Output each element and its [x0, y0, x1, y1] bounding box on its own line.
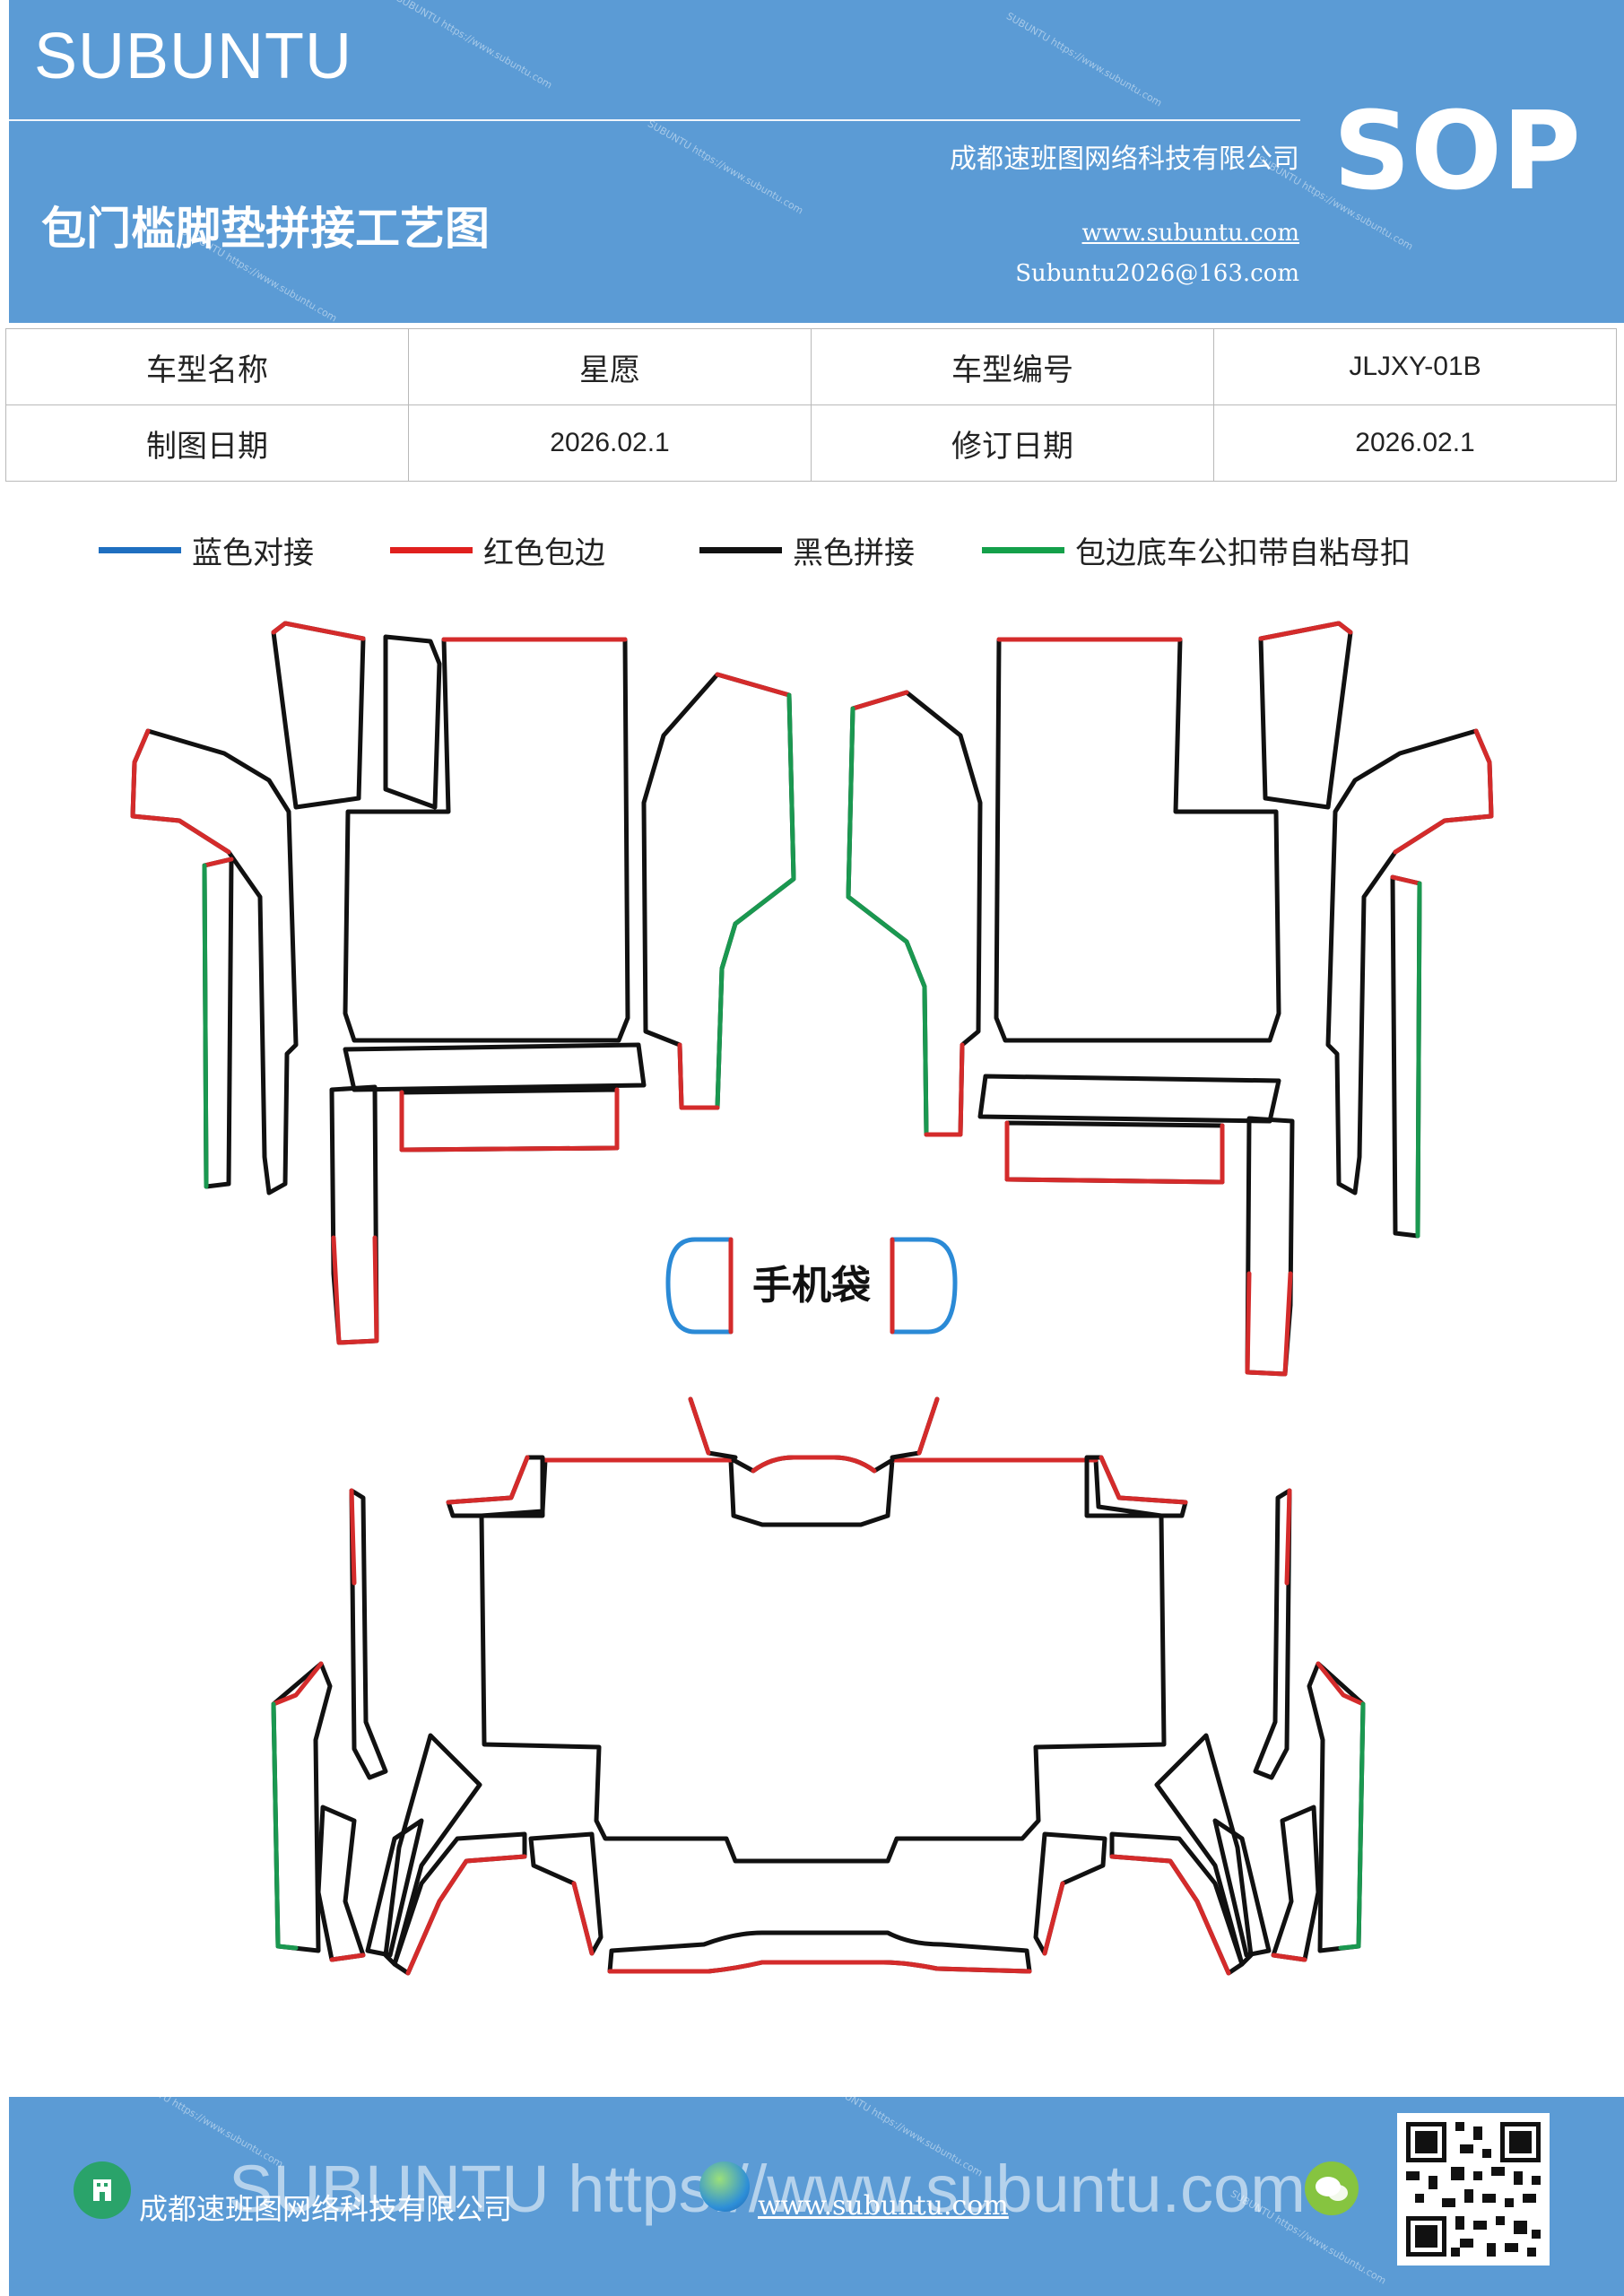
legend-item-blue: 蓝色对接: [99, 529, 314, 571]
company-name: 成都速班图网络科技有限公司: [950, 144, 1299, 175]
mat-piece: [343, 637, 630, 1043]
mat-piece: [731, 1455, 895, 1474]
legend-item-red: 红色包边: [390, 529, 605, 571]
mat-piece: [316, 1805, 1321, 1962]
mat-piece: [271, 1661, 1366, 1953]
legend-swatch: [390, 546, 473, 553]
mat-piece: [641, 672, 796, 1110]
mat-piece: [1004, 1120, 1225, 1185]
mat-piece: [399, 1087, 620, 1152]
mat-piece: [1390, 874, 1422, 1239]
mat-piece: [383, 1733, 1254, 1967]
qr-code: [1397, 2113, 1550, 2266]
mat-piece: [446, 1455, 1188, 1518]
legend-item-black: 黑色拼接: [699, 529, 915, 571]
mat-piece: [1325, 728, 1494, 1196]
mat-piece: [977, 1074, 1281, 1124]
mat-piece: [528, 1831, 1107, 1956]
model-code-value: JLJXY-01B: [1213, 328, 1617, 405]
table-row: 制图日期 2026.02.1 修订日期 2026.02.1: [5, 404, 1617, 482]
model-name-value: 星愿: [408, 328, 812, 405]
mat-piece: [271, 621, 366, 810]
legend-label: 红色包边: [483, 535, 605, 571]
mat-piece: [329, 1084, 379, 1345]
mat-piece: [607, 1930, 1032, 1974]
header-divider: [9, 119, 1300, 121]
brand-name: SUBUNTU: [34, 21, 353, 92]
mat-piece: [1258, 621, 1353, 810]
mat-piece: [479, 1457, 1167, 1864]
revision-date-value: 2026.02.1: [1213, 404, 1617, 482]
page-title: 包门槛脚垫拼接工艺图: [41, 203, 490, 255]
mat-piece: [994, 637, 1281, 1043]
phone-bag-label: 手机袋: [752, 1263, 871, 1309]
mat-piece: [202, 857, 234, 1189]
header-banner: SUBUNTU https://www.subuntu.com SUBUNTU …: [9, 0, 1624, 323]
footer-company-name: 成都速班图网络科技有限公司: [139, 2192, 513, 2226]
email-address: Subuntu2026@163.com: [1015, 260, 1299, 287]
model-name-label: 车型名称: [5, 328, 409, 405]
mat-piece: [383, 634, 442, 810]
vehicle-info-table: 车型名称 星愿 车型编号 JLJXY-01B 制图日期 2026.02.1 修订…: [5, 328, 1617, 482]
mat-piece: [688, 1396, 940, 1460]
mat-piece: [365, 1818, 1272, 1958]
footer-banner: SUBUNTU https://www.subuntu.com SUBUNTU …: [9, 2097, 1624, 2296]
sop-badge: SOP: [1333, 90, 1581, 214]
legend-swatch: [699, 546, 782, 553]
mat-piece: [130, 728, 299, 1196]
mat-piece: [846, 690, 983, 1137]
building-icon: [74, 2161, 131, 2219]
legend-label: 包边底车公扣带自粘母扣: [1075, 535, 1411, 571]
phone-bag: [665, 1237, 958, 1335]
website-link[interactable]: www.subuntu.com: [1081, 220, 1300, 247]
globe-icon: [699, 2161, 750, 2212]
legend-swatch: [982, 546, 1064, 553]
revision-date-label: 修订日期: [811, 404, 1214, 482]
drawing-date-value: 2026.02.1: [408, 404, 812, 482]
mat-piece: [392, 1831, 1245, 1976]
table-row: 车型名称 星愿 车型编号 JLJXY-01B: [5, 328, 1617, 405]
legend-swatch: [99, 546, 181, 553]
mat-piece: [1245, 1116, 1295, 1377]
footer-ghost-text: SUBUNTU https://www.subuntu.com: [229, 2152, 1306, 2226]
mat-piece: [343, 1042, 647, 1092]
wechat-icon: [1305, 2161, 1359, 2215]
legend-label: 黑色拼接: [793, 535, 915, 571]
model-code-label: 车型编号: [811, 328, 1214, 405]
footer-website-link[interactable]: www.subuntu.com: [758, 2190, 1009, 2222]
mat-piece: [349, 1488, 1292, 1780]
legend-item-green: 包边底车公扣带自粘母扣: [982, 529, 1411, 571]
drawing-date-label: 制图日期: [5, 404, 409, 482]
legend-label: 蓝色对接: [192, 535, 314, 571]
